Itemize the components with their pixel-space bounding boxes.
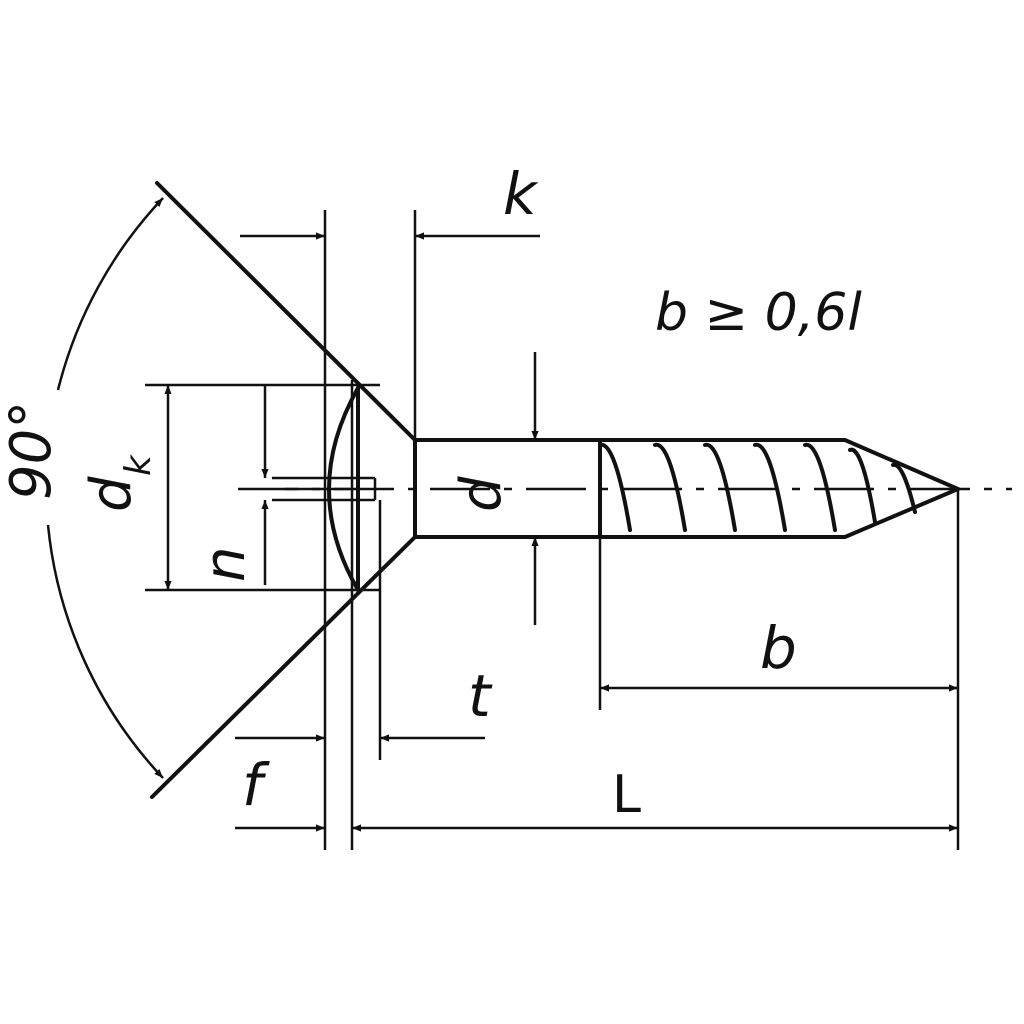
label-t: t [468,662,493,730]
label-dk-sub: k [118,453,159,476]
label-L: L [612,765,641,825]
label-k: k [503,160,539,228]
cone-line-upper [155,181,417,442]
thread-turns [598,442,917,532]
label-n: n [193,547,258,583]
label-formula: b ≥ 0,6l [655,283,862,343]
angle-arc-lower [46,524,164,779]
label-f: f [242,751,270,819]
label-b: b [760,614,797,682]
angle-arc-upper [56,197,164,391]
label-dk: d k [79,453,159,512]
label-angle: 90° [0,401,64,500]
label-dk-main: d [79,476,144,512]
cone-line-lower [150,535,417,799]
label-d: d [449,476,514,512]
